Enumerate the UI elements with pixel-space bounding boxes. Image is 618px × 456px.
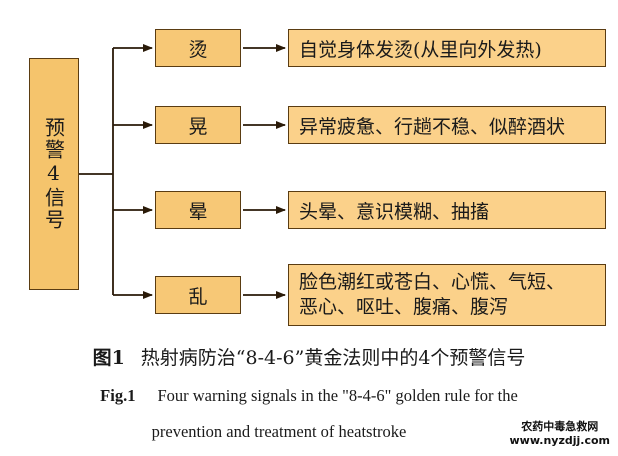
signal-label: 晕 xyxy=(188,200,208,223)
description-box-2: 异常疲惫、行趟不稳、似醉酒状 xyxy=(288,106,606,144)
caption-chinese: 图1 热射病防治“8-4-6”黄金法则中的4个预警信号 xyxy=(0,343,618,370)
signal-box-2: 晃 xyxy=(155,106,241,144)
caption-en-figure-number: Fig.1 xyxy=(100,386,136,405)
caption-en-text-1: Four warning signals in the "8-4-6" gold… xyxy=(157,386,518,405)
signal-label: 晃 xyxy=(188,115,208,138)
description-box-4: 脸色潮红或苍白、心慌、气短、 恶心、呕吐、腹痛、腹泻 xyxy=(288,264,606,326)
signal-box-3: 晕 xyxy=(155,191,241,229)
signal-box-1: 烫 xyxy=(155,29,241,67)
caption-en-text-2: prevention and treatment of heatstroke xyxy=(151,422,407,441)
caption-english-line-2: prevention and treatment of heatstroke xyxy=(0,422,588,442)
description-box-1: 自觉身体发烫(从里向外发热) xyxy=(288,29,606,67)
description-text-line-1: 脸色潮红或苍白、心慌、气短、 xyxy=(299,271,566,294)
caption-english-line-1: Fig.1 Four warning signals in the "8-4-6"… xyxy=(0,386,618,406)
root-box: 预警4信号 xyxy=(29,58,79,290)
signal-box-4: 乱 xyxy=(155,276,241,314)
watermark-line-2: www.nyzdjj.com xyxy=(509,434,611,448)
description-text: 自觉身体发烫(从里向外发热) xyxy=(299,38,542,61)
description-text: 头晕、意识模糊、抽搐 xyxy=(299,200,490,223)
root-label: 预警4信号 xyxy=(41,117,66,231)
signal-label: 乱 xyxy=(188,285,208,308)
watermark-line-1: 农药中毒急救网 xyxy=(521,420,599,433)
description-box-3: 头晕、意识模糊、抽搐 xyxy=(288,191,606,229)
watermark: 农药中毒急救网 www.nyzdjj.com xyxy=(510,420,611,449)
signal-label: 烫 xyxy=(188,38,208,61)
caption-cn-figure-number: 图1 xyxy=(92,347,125,369)
description-text: 异常疲惫、行趟不稳、似醉酒状 xyxy=(299,115,566,138)
description-text-line-2: 恶心、呕吐、腹痛、腹泻 xyxy=(299,296,509,318)
connector-lines xyxy=(79,44,286,299)
caption-cn-text: 热射病防治“8-4-6”黄金法则中的4个预警信号 xyxy=(140,347,526,369)
